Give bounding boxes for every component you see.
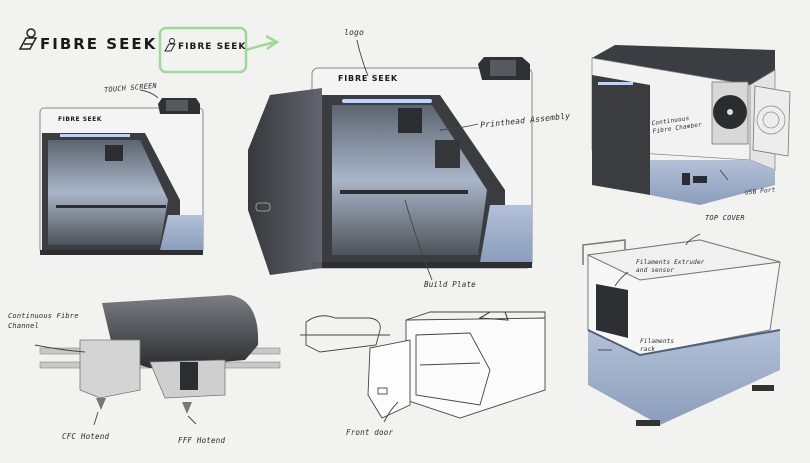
brand-logo-main: FIBRE SEEK [40, 35, 158, 53]
build-plate [340, 190, 468, 194]
label-top-cover: TOP COVER [705, 214, 745, 222]
label-build-plate: Build Plate [424, 280, 476, 289]
label-front-door: Front door [346, 428, 394, 437]
brand-logo-highlight: FIBRE SEEK [178, 42, 247, 52]
front-door-open [248, 88, 322, 275]
printhead-closeup [39, 295, 281, 414]
highlight-box [158, 26, 280, 74]
filament-box-view [582, 239, 781, 426]
usb-port [682, 173, 690, 185]
label-logo: logo [344, 28, 365, 37]
printer-main-view [248, 57, 533, 275]
label-filaments-rack: Filaments rack [640, 338, 675, 353]
label-cfc-hotend: CFC Hotend [62, 432, 110, 441]
leader-lines [34, 39, 729, 426]
printer-logo-small: FIBRE SEEK [58, 116, 102, 123]
printhead [398, 108, 422, 133]
extruder-sensor [596, 284, 628, 338]
line-sketch-view [300, 311, 546, 419]
label-fff-hotend: FFF Hotend [178, 436, 226, 445]
printer-logo-large: FIBRE SEEK [338, 74, 398, 83]
printer-front-view [39, 98, 204, 255]
label-filaments-extruder-sensor: Filaments Extruder and sensor [636, 259, 705, 274]
label-continuous-fibre-channel: Continuous Fibre Channel [8, 312, 79, 330]
logo-mark-small-icon [164, 38, 176, 52]
top-cover [586, 239, 781, 281]
printer-rear-view [591, 45, 791, 205]
logo-mark-icon [18, 28, 38, 50]
